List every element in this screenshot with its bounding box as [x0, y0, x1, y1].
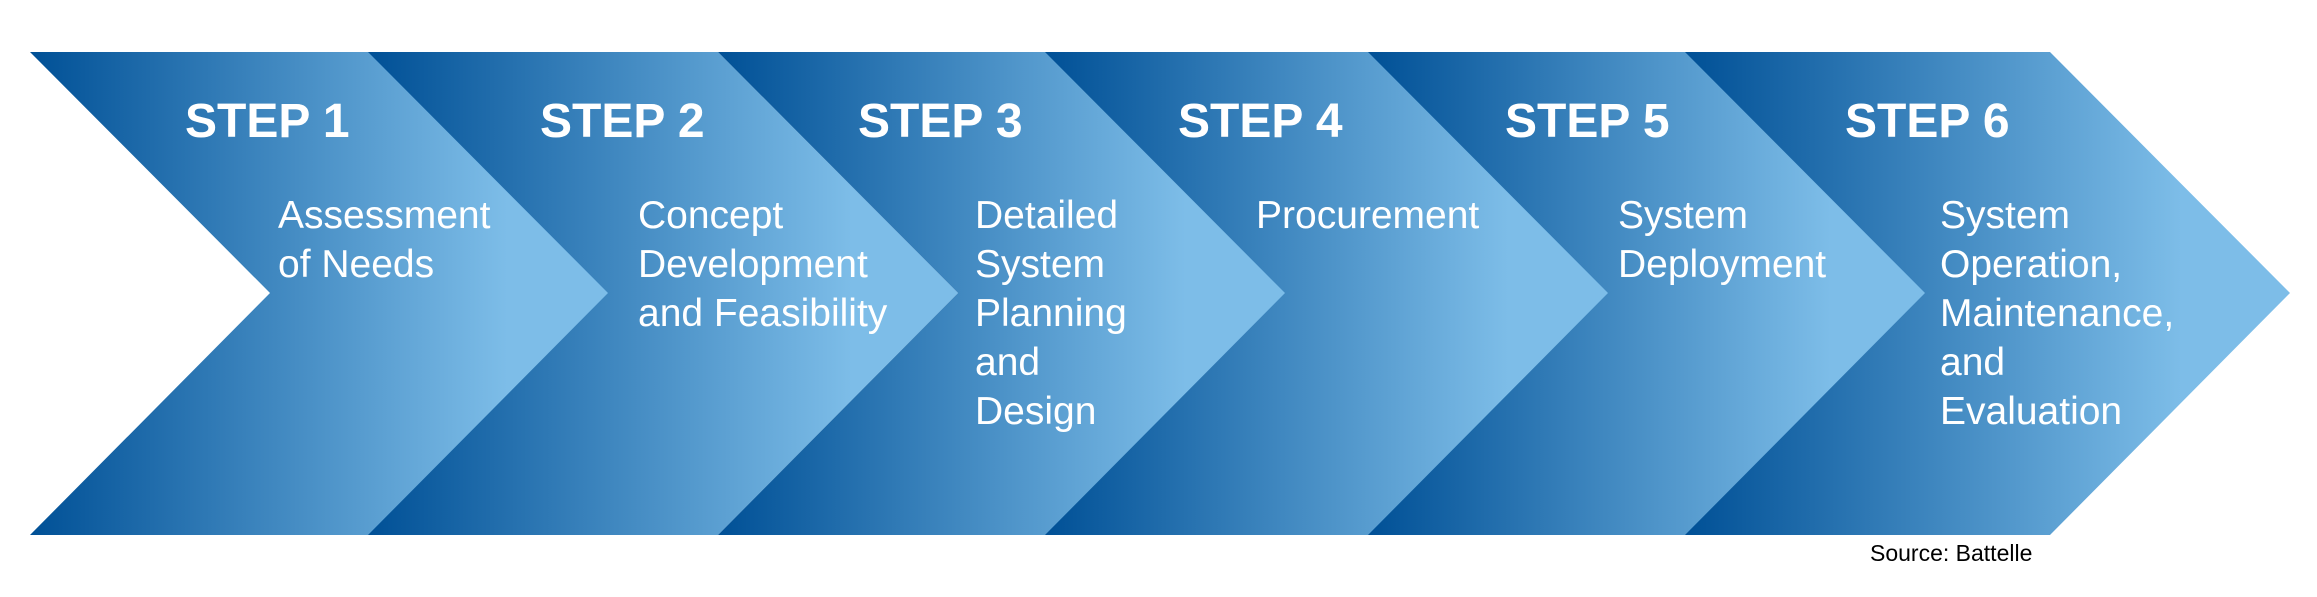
- step-chevron: [368, 52, 958, 535]
- step-description-line: Assessment: [278, 194, 491, 237]
- step-chevron: [1045, 52, 1610, 535]
- step-title: STEP 2: [540, 95, 705, 148]
- step-title: STEP 1: [185, 95, 350, 148]
- step-description-line: and Feasibility: [638, 292, 888, 335]
- step-description-line: Detailed: [975, 194, 1118, 237]
- source-caption: Source: Battelle: [1870, 540, 2033, 566]
- step-description-line: Concept: [638, 194, 783, 237]
- step-title: STEP 6: [1845, 95, 2010, 148]
- step-title: STEP 3: [858, 95, 1023, 148]
- step-description-line: System: [1618, 194, 1748, 237]
- step-description-line: Evaluation: [1940, 390, 2122, 433]
- step-description-line: Design: [975, 390, 1096, 433]
- step-chevron: [718, 52, 1288, 535]
- step-description-line: and: [1940, 341, 2005, 384]
- step-chevron: [1368, 52, 1932, 535]
- step-description-line: Deployment: [1618, 243, 1826, 286]
- step-description-line: Procurement: [1256, 194, 1479, 237]
- step-title: STEP 4: [1178, 95, 1343, 148]
- step-description-line: Maintenance,: [1940, 292, 2174, 335]
- step-description-line: of Needs: [278, 243, 434, 286]
- step-description: Procurement: [1256, 194, 1479, 237]
- step-description-line: and: [975, 341, 1040, 384]
- step-description-line: Planning: [975, 292, 1127, 335]
- step-chevron: [1685, 52, 2290, 535]
- step-description: Assessment of Needs: [278, 194, 491, 286]
- step-description-line: System: [975, 243, 1105, 286]
- step-description-line: System: [1940, 194, 2070, 237]
- step-description-line: Operation,: [1940, 243, 2122, 286]
- step-chevron: [30, 52, 612, 535]
- step-title: STEP 5: [1505, 95, 1670, 148]
- step-description-line: Development: [638, 243, 868, 286]
